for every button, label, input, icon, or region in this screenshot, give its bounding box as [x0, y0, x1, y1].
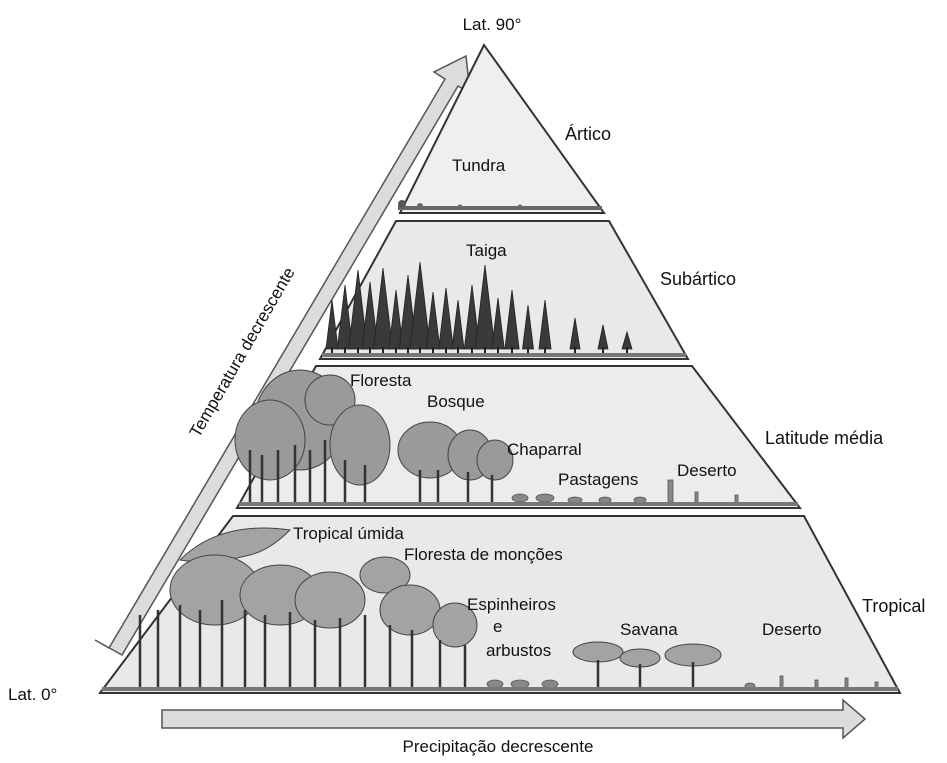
mid-latitude-vegetation	[234, 369, 798, 506]
tundra-vegetation	[398, 200, 602, 210]
precipitation-label: Precipitação decrescente	[403, 737, 594, 756]
zone-label-mid-latitude: Latitude média	[765, 428, 884, 448]
temperature-arrow-icon	[94, 54, 471, 657]
zone-label-arctic: Ártico	[565, 124, 611, 144]
biome-label-tundra: Tundra	[452, 156, 506, 175]
biome-label-floresta: Floresta	[350, 371, 412, 390]
biome-label-bosque: Bosque	[427, 392, 485, 411]
biome-label-pastagens: Pastagens	[558, 470, 638, 489]
biome-label-chaparral: Chaparral	[507, 440, 582, 459]
biome-label-tropical-umida: Tropical úmida	[293, 524, 404, 543]
zone-label-subarctic: Subártico	[660, 269, 736, 289]
taiga-trees	[325, 261, 633, 355]
band-arctic	[398, 43, 606, 214]
biome-label-deserto-tropical: Deserto	[762, 620, 822, 639]
taiga-ground	[322, 353, 686, 357]
biome-label-arbustos: arbustos	[486, 641, 551, 660]
biome-label-e: e	[493, 617, 502, 636]
zone-label-tropical: Tropical	[862, 596, 925, 616]
biome-label-deserto-mid: Deserto	[677, 461, 737, 480]
biome-label-floresta-moncoes: Floresta de monções	[404, 545, 563, 564]
biome-label-savana: Savana	[620, 620, 678, 639]
biome-label-espinheiros: Espinheiros	[467, 595, 556, 614]
apex-latitude-label: Lat. 90°	[463, 15, 522, 34]
base-latitude-label: Lat. 0°	[8, 685, 57, 704]
precipitation-arrow-icon	[161, 698, 867, 740]
biome-label-taiga: Taiga	[466, 241, 507, 260]
tropical-vegetation	[102, 527, 898, 691]
